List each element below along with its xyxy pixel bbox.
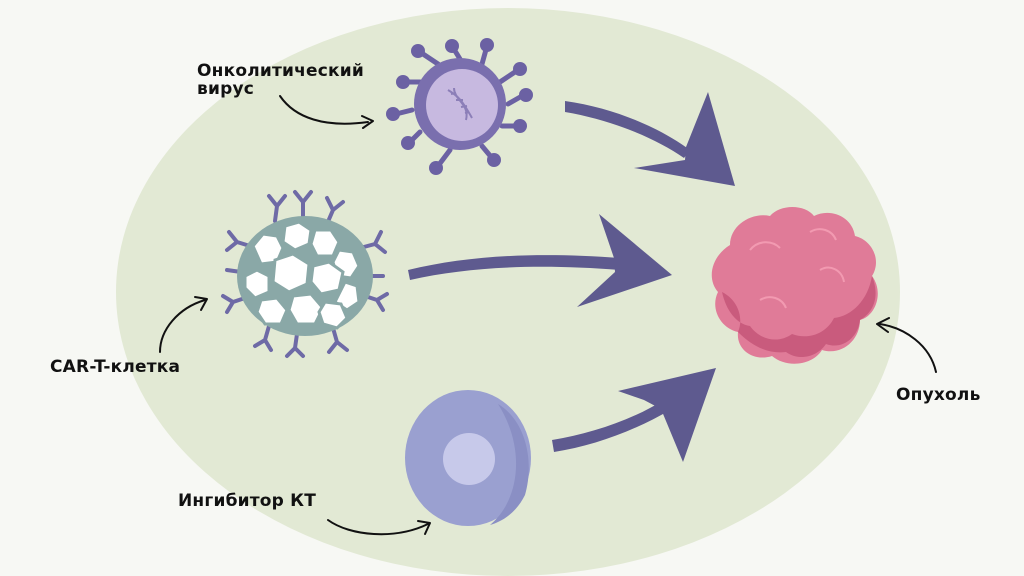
arrow-virus-to-tumor bbox=[565, 92, 735, 186]
arrow-virus-label bbox=[279, 95, 374, 129]
tumor-icon bbox=[711, 207, 878, 364]
label-tumor: Опухоль bbox=[896, 385, 981, 405]
antibody-icon bbox=[221, 190, 389, 358]
arrow-tumor-label bbox=[876, 317, 937, 373]
label-oncolytic-virus-line2: вирус bbox=[197, 79, 254, 99]
label-oncolytic-virus-line1: Онколитический bbox=[197, 61, 364, 81]
label-car-t-cell: CAR-T-клетка bbox=[50, 357, 181, 377]
arrow-cart-to-tumor bbox=[408, 214, 672, 307]
oncolytic-virus-icon bbox=[386, 38, 533, 175]
therapy-arrows bbox=[408, 92, 735, 462]
label-arrows bbox=[159, 95, 937, 536]
arrow-inhibitor-to-tumor bbox=[552, 368, 716, 462]
label-oncolytic-virus: Онколитический вирус bbox=[197, 62, 387, 98]
dna-icon bbox=[447, 87, 473, 121]
car-t-cell-icon bbox=[221, 190, 389, 358]
arrow-inhibitor-label bbox=[327, 519, 431, 536]
checkpoint-inhibitor-cell-icon bbox=[405, 390, 531, 526]
label-checkpoint-inhibitor: Ингибитор КТ bbox=[178, 491, 317, 511]
arrow-cart-label bbox=[159, 296, 208, 353]
